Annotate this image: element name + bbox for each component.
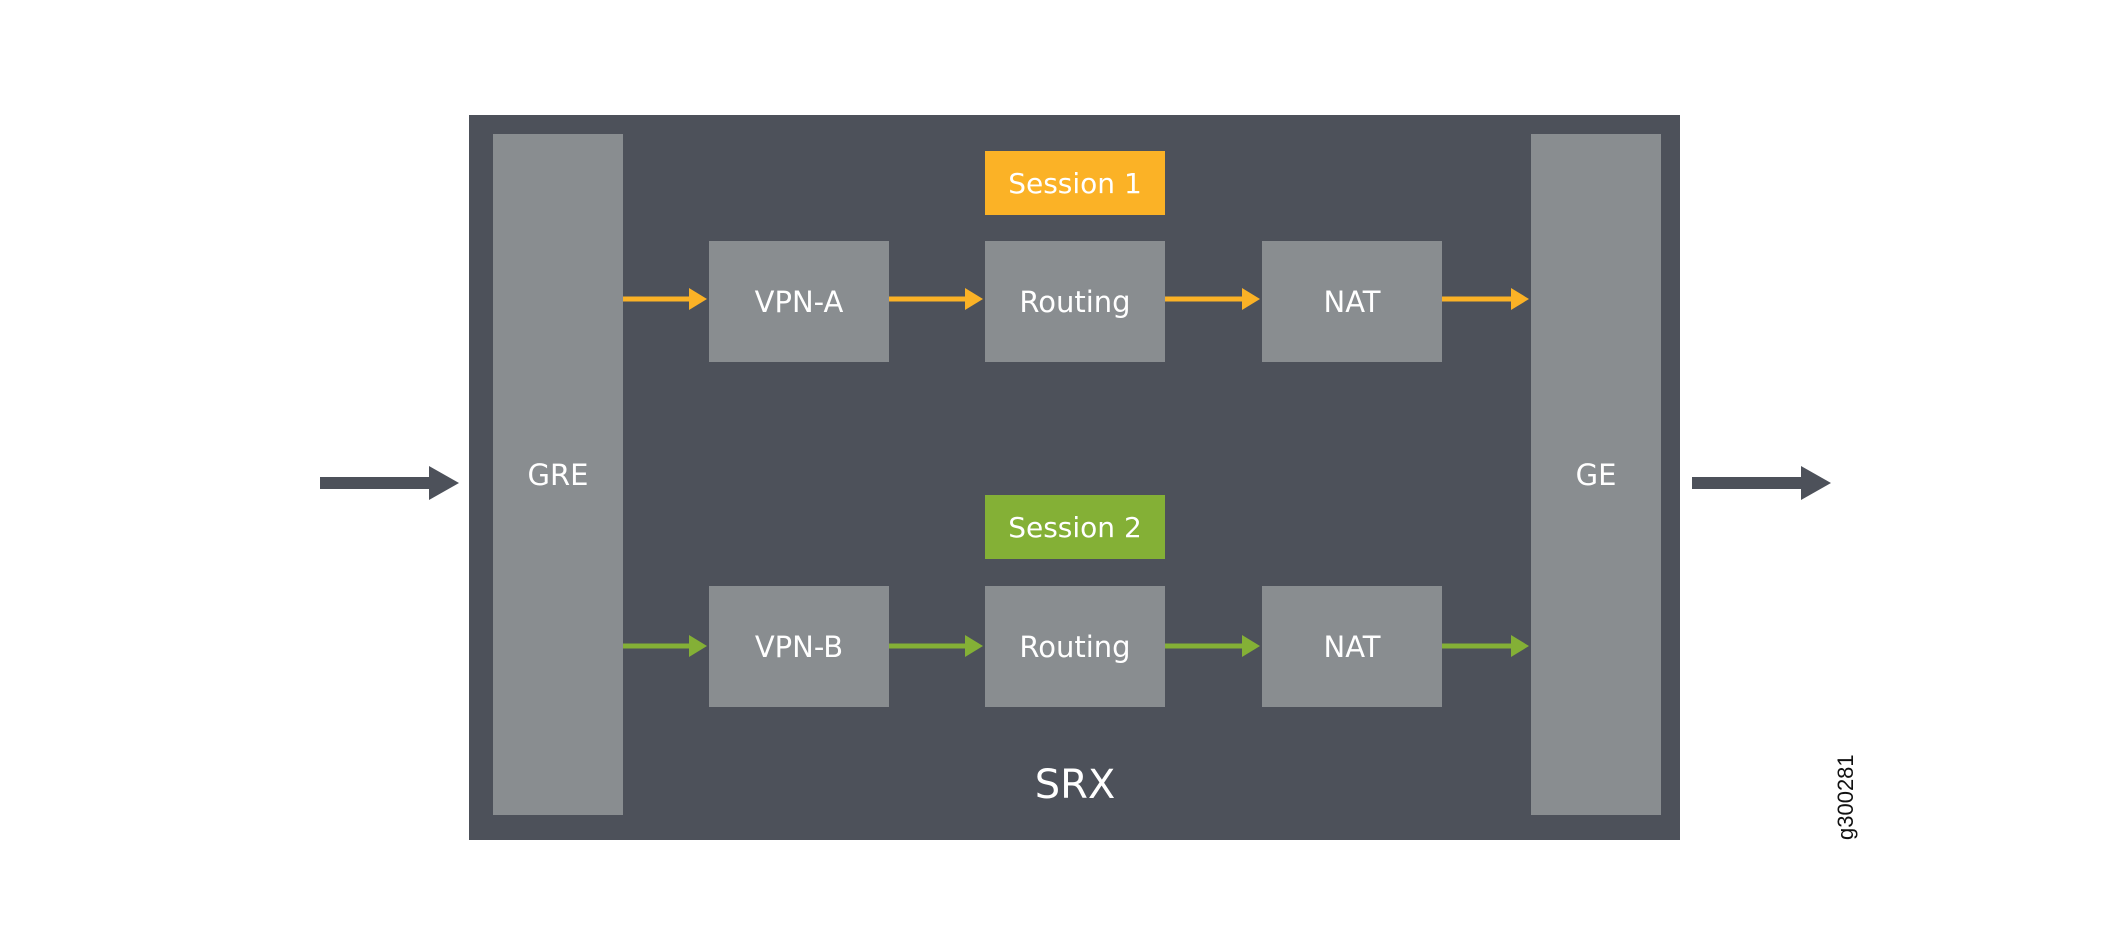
stage-label: Routing: [1019, 284, 1131, 319]
session-2-label: Session 2: [1008, 510, 1142, 544]
egress-arrow: [1692, 466, 1831, 500]
stage-label: NAT: [1323, 629, 1381, 664]
ingress-arrow: [320, 466, 459, 500]
stage-label: VPN-B: [754, 629, 844, 664]
ge-port-label: GE: [1575, 457, 1617, 492]
srx-label: SRX: [1034, 762, 1116, 808]
gre-port-label: GRE: [527, 457, 589, 492]
session-1-stage-nat: NAT: [1262, 241, 1442, 362]
figure-id: g300281: [1833, 754, 1858, 840]
stage-label: Routing: [1019, 629, 1131, 664]
session-1-label: Session 1: [1008, 166, 1142, 200]
stage-label: NAT: [1323, 284, 1381, 319]
session-2-stage-routing: Routing: [985, 586, 1165, 707]
ge-port: GE: [1531, 134, 1661, 815]
session-1-stage-vpn: VPN-A: [709, 241, 889, 362]
session-2-stage-nat: NAT: [1262, 586, 1442, 707]
stage-label: VPN-A: [754, 284, 844, 319]
session-2-stage-vpn: VPN-B: [709, 586, 889, 707]
session-2-badge: Session 2: [985, 495, 1165, 559]
session-1-stage-routing: Routing: [985, 241, 1165, 362]
gre-port: GRE: [493, 134, 623, 815]
srx-container: [469, 115, 1680, 840]
session-1-badge: Session 1: [985, 151, 1165, 215]
